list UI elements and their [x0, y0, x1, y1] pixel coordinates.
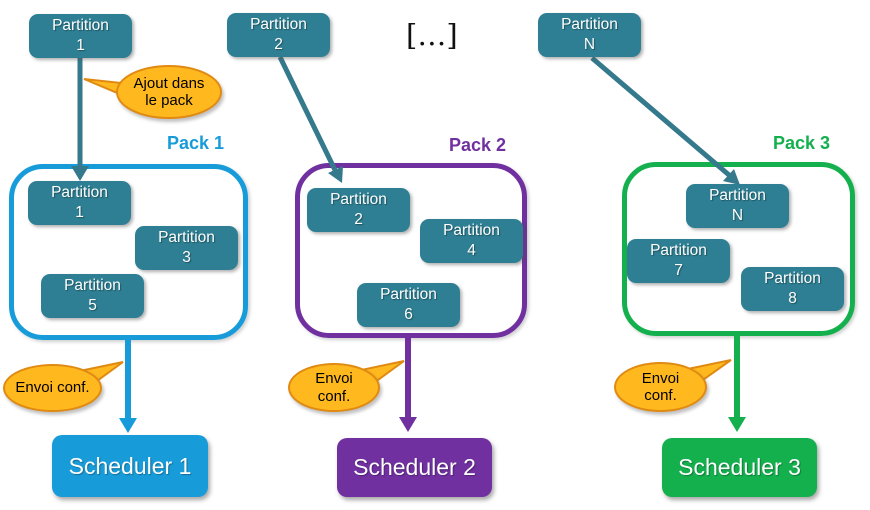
partition-label-line1: Partition: [709, 187, 766, 204]
partition-label-line2: 4: [467, 241, 476, 259]
partition-label-line1: Partition: [64, 277, 121, 294]
partition-label-line1: Partition: [250, 16, 307, 33]
pack3-partition-7: Partition 7: [627, 239, 730, 283]
partition-label-line1: Partition: [380, 286, 437, 303]
pack1-partition-5: Partition 5: [41, 274, 144, 318]
callout-add-to-pack: Ajout dans le pack: [116, 65, 222, 119]
partition-label-line2: 7: [674, 261, 683, 279]
callout-send-conf-2: Envoi conf.: [288, 363, 380, 412]
partition-label-line2: N: [583, 35, 596, 53]
callout-send-conf-1: Envoi conf.: [3, 364, 102, 412]
source-partition-2: Partition 2: [227, 13, 330, 57]
source-partition-1: Partition 1: [29, 14, 132, 58]
partition-label-line1: Partition: [158, 229, 215, 246]
partition-label-line2: 8: [788, 289, 797, 307]
arrowhead-pack1-to-scheduler1: [119, 418, 137, 433]
pack1-partition-1: Partition 1: [28, 181, 131, 225]
partition-label-line2: 1: [76, 36, 85, 54]
pack-1-container: [9, 164, 248, 340]
pack-3-container: [622, 162, 855, 336]
partition-label-line2: 5: [88, 296, 97, 314]
pack3-partition-n: Partition N: [686, 184, 789, 228]
partition-label-line2: N: [731, 206, 744, 224]
scheduler-2-box: Scheduler 2: [337, 438, 492, 497]
pack2-partition-6: Partition 6: [357, 283, 460, 327]
arrow-partition2-to-pack2: [277, 55, 338, 172]
partition-label-line2: 2: [354, 210, 363, 228]
partition-label-line2: 6: [404, 305, 413, 323]
arrowhead-pack2-to-scheduler2: [399, 417, 417, 432]
partition-label-line1: Partition: [561, 16, 618, 33]
pack1-partition-3: Partition 3: [135, 226, 238, 270]
pack-3-title: Pack 3: [773, 133, 831, 153]
partition-label-line1: Partition: [52, 17, 109, 34]
partition-label-line1: Partition: [330, 191, 387, 208]
partition-label-line2: 1: [75, 203, 84, 221]
scheduler-3-box: Scheduler 3: [662, 438, 817, 497]
pack2-partition-2: Partition 2: [307, 188, 410, 232]
arrowhead-pack3-to-scheduler3: [728, 417, 746, 432]
pack-2-container: [295, 163, 527, 338]
callout-send-conf-3: Envoi conf.: [614, 362, 707, 412]
pack-2-title: Pack 2: [449, 135, 507, 155]
source-partition-n: Partition N: [538, 13, 641, 57]
pack3-partition-8: Partition 8: [741, 267, 844, 311]
partition-label-line1: Partition: [51, 184, 108, 201]
partition-label-line1: Partition: [764, 270, 821, 287]
partition-label-line1: Partition: [650, 242, 707, 259]
partition-label-line1: Partition: [443, 222, 500, 239]
pack-1-title: Pack 1: [167, 133, 225, 153]
pack2-partition-4: Partition 4: [420, 219, 523, 263]
partition-label-line2: 3: [182, 248, 191, 266]
scheduler-1-box: Scheduler 1: [52, 435, 208, 497]
ellipsis-text: […]: [406, 18, 458, 52]
partition-label-line2: 2: [274, 35, 283, 53]
arrow-partitionN-to-pack3: [590, 56, 731, 177]
